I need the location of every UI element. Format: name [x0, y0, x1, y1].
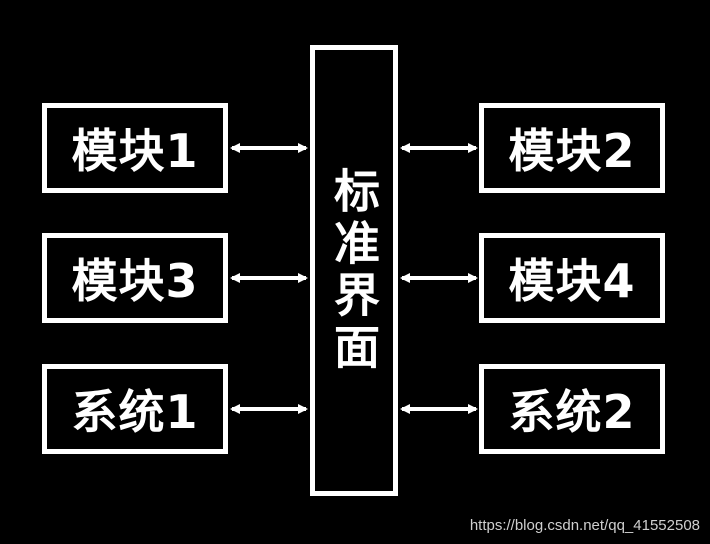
module-label-1: 模块1: [71, 124, 199, 178]
module-label-3: 模块3: [71, 254, 199, 308]
module-label-4: 模块4: [508, 254, 636, 308]
module-box-1: 模块1: [42, 103, 228, 193]
watermark-text: https://blog.csdn.net/qq_41552508: [469, 517, 700, 534]
system-label-2: 系统2: [508, 385, 636, 439]
module-label-2: 模块2: [508, 124, 636, 178]
standard-interface-box: 标准界面: [310, 45, 398, 496]
module-box-2: 模块2: [479, 103, 665, 193]
module-box-4: 模块4: [479, 233, 665, 323]
system-box-2: 系统2: [479, 364, 665, 454]
system-box-1: 系统1: [42, 364, 228, 454]
system-label-1: 系统1: [71, 385, 199, 439]
standard-interface-label: 标准界面: [327, 166, 381, 375]
module-box-3: 模块3: [42, 233, 228, 323]
